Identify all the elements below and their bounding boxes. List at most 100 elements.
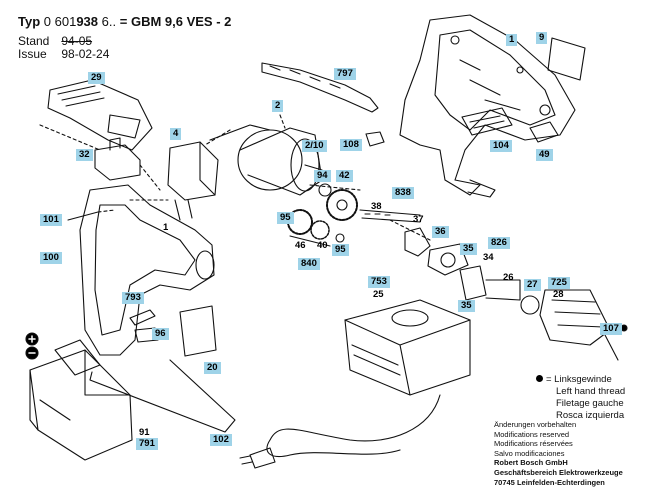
part-label-91[interactable]: 91 [139,427,150,438]
part-label-840[interactable]: 840 [298,258,320,270]
issue-value: 98-02-24 [61,47,110,61]
part-label-1-top[interactable]: 1 [506,34,518,46]
legend-line-4: Rosca izquierda [556,410,625,421]
part-label-35-top[interactable]: 35 [460,243,477,255]
legend-line-1: = Linksgewinde [536,374,625,386]
part-label-26[interactable]: 26 [503,272,514,283]
part-label-1-mid[interactable]: 1 [163,222,169,233]
typ-label: Typ [18,14,41,29]
washer-94 [318,183,332,197]
label-sticker [547,37,586,81]
chuck-725 [539,289,619,361]
part-label-725[interactable]: 725 [548,277,570,289]
screw-107-dot [620,324,628,332]
part-label-753[interactable]: 753 [368,276,390,288]
part-label-101[interactable]: 101 [40,214,62,226]
thread-legend: = Linksgewinde Left hand thread Filetage… [536,374,625,422]
footer-line-3: Modifications réservées [494,439,573,449]
footer-address: 70745 Leinfelden-Echterdingen [494,477,605,487]
footer-line-2: Modifications reserved [494,429,570,439]
part-label-102[interactable]: 102 [210,434,232,446]
legend-line-3: Filetage gauche [556,398,624,409]
guide-dashed-gear [309,184,431,241]
part-label-100[interactable]: 100 [40,252,62,264]
stand-label: Stand [18,34,50,48]
washer-27 [520,295,540,315]
gear-42 [326,189,358,221]
part-label-37[interactable]: 37 [413,214,424,225]
part-label-20[interactable]: 20 [204,362,221,374]
footer-notice: Änderungen vorbehalten Modifications res… [494,420,623,487]
part-label-838[interactable]: 838 [392,187,414,199]
typ-equals: = [119,14,128,29]
part-label-94[interactable]: 94 [314,170,331,182]
housing-right-half [399,14,576,198]
belt-clip [261,62,379,113]
part-label-34[interactable]: 34 [483,252,494,263]
bullet-dot-icon [536,375,543,382]
stand-row: Stand 94-05 [18,34,92,48]
contact-part-108 [365,131,385,147]
part-label-353[interactable]: 25 [373,289,384,300]
part-label-826[interactable]: 826 [488,237,510,249]
typ-prefix: 0 601 [43,14,77,29]
part-label-46[interactable]: 46 [295,240,306,251]
typ-code: 938 [76,14,99,29]
part-label-4[interactable]: 4 [170,128,182,140]
footer-line-1: Änderungen vorbehalten [494,420,577,429]
part-label-49[interactable]: 49 [536,149,553,161]
model-name: GBM 9,6 VES - 2 [130,14,232,29]
mains-plug [239,447,276,469]
nameplate-20 [179,305,217,357]
part-label-40[interactable]: 40 [317,240,328,251]
part-label-96[interactable]: 96 [152,328,169,340]
stand-value: 94-05 [61,34,93,48]
part-label-35-bottom[interactable]: 35 [458,300,475,312]
legend-line-2: Left hand thread [556,386,626,397]
electronic-module-104 [461,107,513,136]
part-label-36[interactable]: 36 [432,226,449,238]
footer-division: Geschäftsbereich Elektrowerkzeuge [494,467,623,477]
part-label-95-top[interactable]: 95 [277,212,294,224]
plus-minus-symbols [25,332,39,360]
part-label-104[interactable]: 104 [490,140,512,152]
part-label-32[interactable]: 32 [76,149,93,161]
part-label-95-bottom[interactable]: 95 [332,244,349,256]
switch-4 [167,141,219,221]
part-label-2-10[interactable]: 2/10 [302,140,327,152]
part-label-27[interactable]: 27 [524,279,541,291]
model-header: Typ 0 601938 6.. = GBM 9,6 VES - 2 [18,15,231,29]
battery-pack-791 [29,339,133,461]
part-label-107[interactable]: 107 [600,323,622,335]
part-label-29[interactable]: 29 [88,72,105,84]
wire-102 [89,359,236,433]
part-label-791[interactable]: 791 [136,438,158,450]
guide-dashed-motor [204,114,286,146]
part-793 [129,309,156,326]
part-label-28[interactable]: 28 [553,289,564,300]
part-label-38[interactable]: 38 [371,201,382,212]
part-label-42[interactable]: 42 [336,170,353,182]
part-label-797[interactable]: 797 [334,68,356,80]
part-label-2[interactable]: 2 [272,100,284,112]
typ-suffix: 6.. [101,14,117,29]
power-cord [266,394,441,458]
terminal-block-32 [94,137,141,181]
part-label-108[interactable]: 108 [340,139,362,151]
battery-cover-29 [47,79,153,151]
footer-company: Robert Bosch GmbH [494,458,568,468]
issue-label: Issue [18,47,47,61]
footer-line-4: Salvo modificaciones [494,448,565,458]
charger-753 [344,299,471,396]
housing-left-half [79,184,215,356]
ring-gear-36 [404,227,431,257]
guide-dashed-29 [39,124,161,191]
gear-housing-826 [427,243,469,276]
part-label-793[interactable]: 793 [122,292,144,304]
guide-dashed-housing [97,199,169,213]
motor-2 [209,124,323,196]
part-label-9[interactable]: 9 [536,32,548,44]
switch-part-49 [529,121,559,143]
